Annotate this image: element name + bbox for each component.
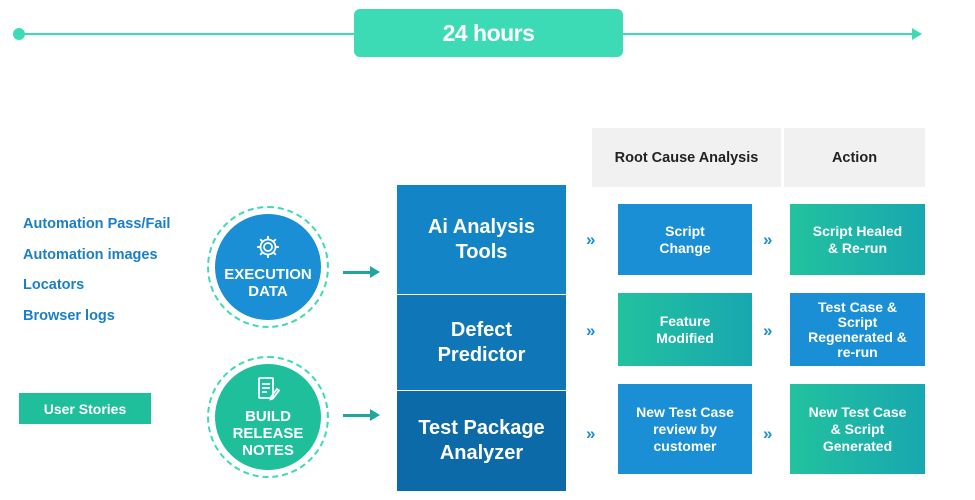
double-chevron-icon: »: [586, 321, 596, 340]
act2-line4: re-run: [837, 343, 878, 360]
input-item: Automation images: [23, 246, 158, 263]
package-line2: Analyzer: [439, 442, 524, 464]
root-cause-analysis-header: Root Cause Analysis: [592, 128, 781, 187]
rca1-line1: Script: [665, 222, 705, 239]
package-line1: Test Package: [418, 417, 545, 439]
arrow-right-icon: [370, 409, 380, 421]
double-chevron-icon: »: [763, 321, 773, 340]
rca1-line2: Change: [659, 239, 711, 256]
double-chevron-icon: »: [586, 424, 596, 443]
user-stories-badge: User Stories: [19, 393, 151, 424]
rca3-line1: New Test Case: [636, 403, 734, 420]
double-chevron-icon: »: [763, 230, 773, 249]
timeline-arrow-icon: [912, 28, 922, 40]
build-line1: BUILD: [245, 407, 291, 425]
arrow-line-build: [343, 414, 371, 417]
input-list: Automation Pass/Fail Automation images L…: [23, 215, 170, 337]
input-item: Browser logs: [23, 307, 115, 324]
build-line2: RELEASE: [232, 424, 304, 442]
arrow-line-execution: [343, 271, 371, 274]
input-item: Automation Pass/Fail: [23, 216, 171, 232]
act2-line1: Test Case &: [817, 298, 898, 315]
act2-line2: Script: [837, 313, 878, 330]
double-chevron-icon: »: [586, 230, 596, 249]
rca2-line1: Feature: [659, 312, 711, 329]
action-header: Action: [784, 128, 925, 187]
defect-line2: Predictor: [437, 343, 526, 366]
timeline-label: 24 hours: [354, 9, 623, 57]
document-pen-icon: [258, 376, 280, 401]
act2-line3: Regenerated &: [808, 328, 907, 345]
build-line3: NOTES: [242, 441, 294, 459]
double-chevron-icon: »: [763, 424, 773, 443]
timeline-start-dot: [13, 28, 25, 40]
act3-line2: & Script: [830, 420, 885, 437]
act3-line1: New Test Case: [808, 403, 907, 420]
act1-line2: & Re-run: [827, 239, 888, 256]
ai-line1: Ai Analysis: [427, 215, 536, 238]
act1-line1: Script Healed: [812, 222, 903, 239]
act3-line3: Generated: [822, 437, 893, 454]
execution-data-circle: EXECUTION DATA: [207, 206, 329, 328]
defect-line1: Defect: [450, 318, 513, 341]
arrow-right-icon: [370, 266, 380, 278]
ai-line2: Tools: [455, 240, 508, 263]
build-release-notes-circle: BUILD RELEASE NOTES: [207, 356, 329, 478]
action-script-healed-box: Script Healed& Re-run: [790, 204, 925, 275]
input-item: Locators: [23, 277, 85, 293]
gear-icon: [257, 236, 279, 258]
rca3-line2: review by: [653, 420, 717, 437]
execution-line1: EXECUTION: [224, 266, 312, 283]
rca3-line3: customer: [653, 437, 717, 454]
execution-line2: DATA: [248, 283, 288, 300]
rca2-line2: Modified: [656, 329, 714, 346]
